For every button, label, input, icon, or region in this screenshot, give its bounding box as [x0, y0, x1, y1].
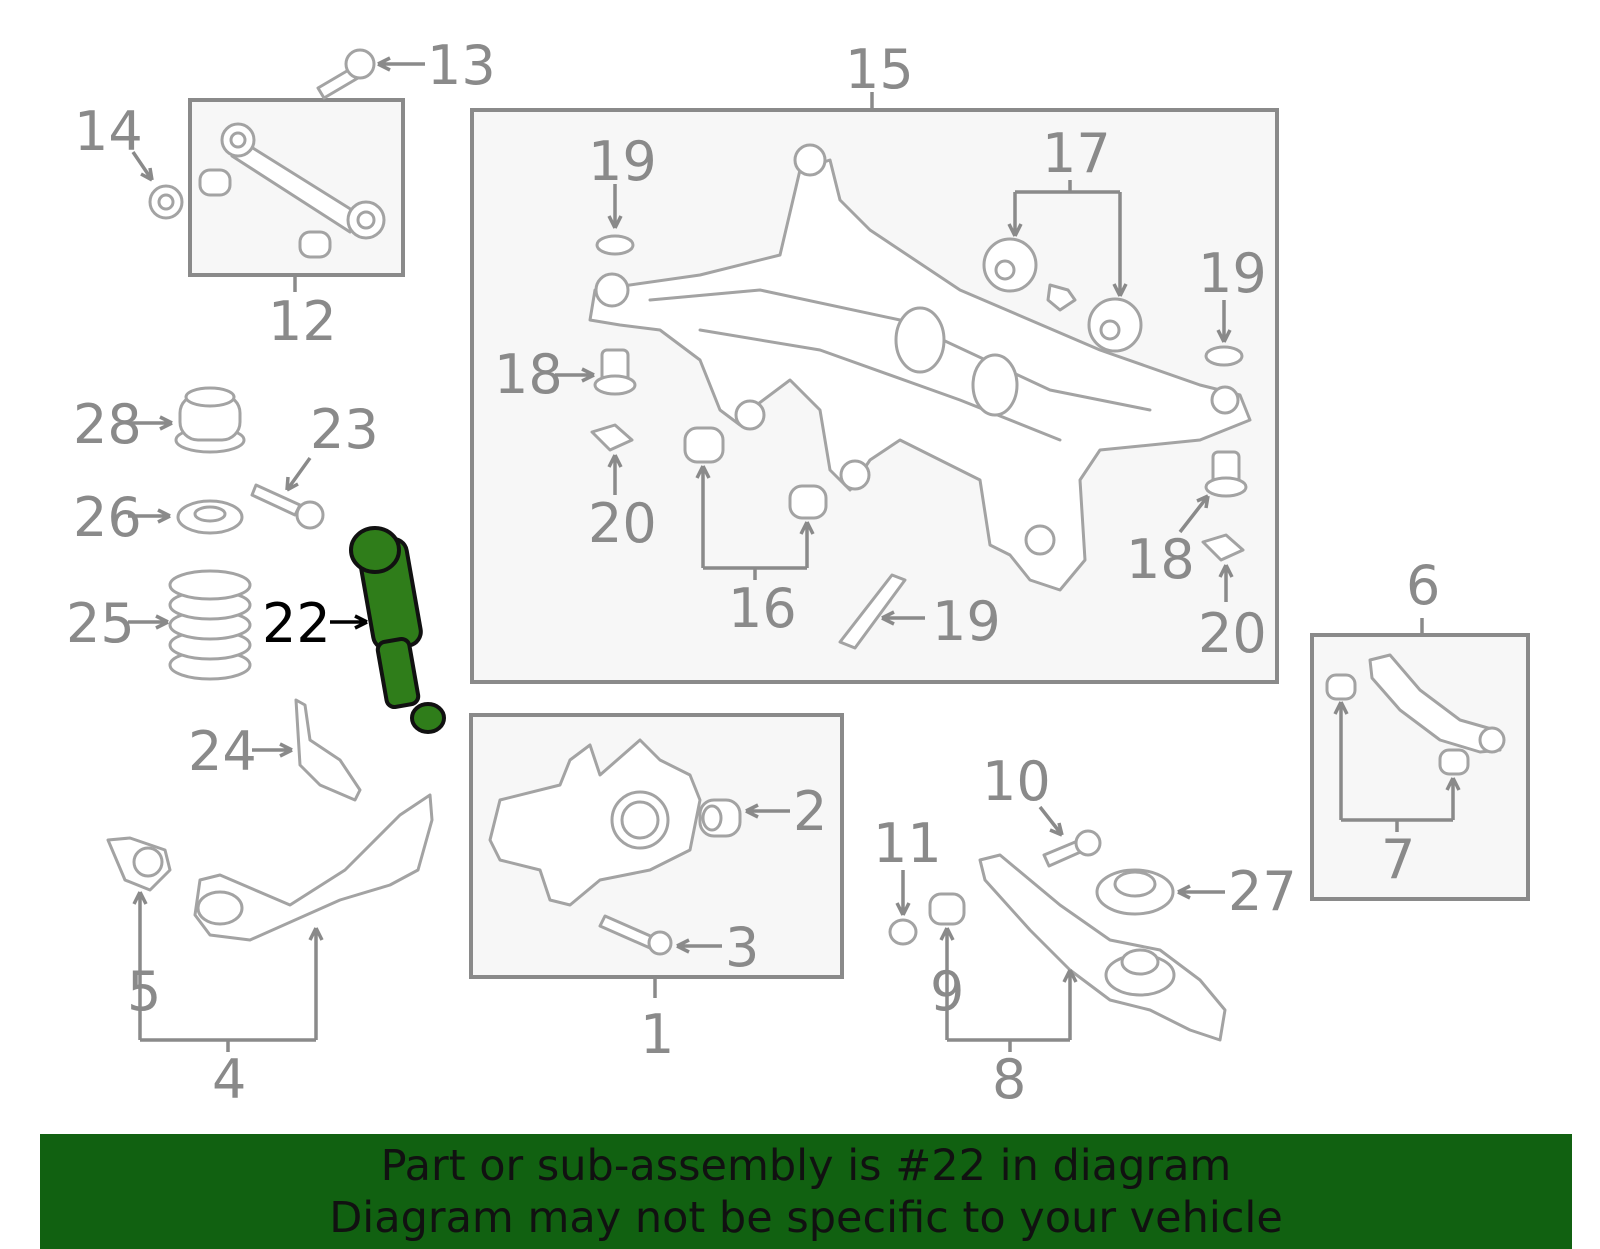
leader-lines — [128, 56, 1461, 1052]
bracket-21 — [838, 573, 907, 650]
callout-14[interactable]: 14 — [74, 100, 143, 163]
upper-arm-12 — [198, 122, 386, 259]
callout-19-right[interactable]: 19 — [1198, 242, 1267, 305]
callout-18-right[interactable]: 18 — [1126, 528, 1195, 591]
crossmember-15 — [588, 143, 1252, 592]
bushing-16 — [683, 426, 828, 520]
callout-27[interactable]: 27 — [1228, 860, 1297, 923]
callout-1[interactable]: 1 — [640, 1003, 674, 1066]
callout-23[interactable]: 23 — [310, 398, 379, 461]
callout-22[interactable]: 22 — [262, 592, 331, 655]
trailing-arm-4 — [193, 793, 434, 942]
callout-3[interactable]: 3 — [725, 916, 759, 979]
parts-diagram: 13 14 12 15 19 17 19 18 20 18 16 19 20 2… — [66, 34, 1530, 1111]
info-banner: Part or sub-assembly is #22 in diagram D… — [40, 1134, 1572, 1249]
callout-26[interactable]: 26 — [73, 486, 142, 549]
callout-9[interactable]: 9 — [930, 960, 964, 1023]
callout-12[interactable]: 12 — [268, 290, 337, 353]
callout-4[interactable]: 4 — [212, 1048, 246, 1111]
lower-arm-8 — [978, 853, 1227, 1042]
callout-7[interactable]: 7 — [1381, 828, 1415, 891]
callout-18-left[interactable]: 18 — [494, 343, 563, 406]
bushing-5 — [106, 836, 172, 892]
nut-11 — [888, 918, 918, 946]
callout-19-left[interactable]: 19 — [588, 130, 657, 193]
seat-26 — [176, 499, 244, 535]
stopper-20 — [590, 423, 1245, 562]
callout-labels: 13 14 12 15 19 17 19 18 20 18 16 19 20 2… — [66, 34, 1440, 1111]
bolt-10 — [1042, 829, 1102, 868]
control-arm-6 — [1368, 653, 1506, 754]
callout-2[interactable]: 2 — [793, 780, 827, 843]
mount-27 — [1095, 868, 1175, 916]
callout-10[interactable]: 10 — [982, 750, 1051, 813]
callout-5[interactable]: 5 — [127, 960, 161, 1023]
knuckle-1 — [488, 738, 702, 907]
bolt-3 — [598, 914, 673, 956]
coil-spring-25 — [168, 569, 252, 681]
callout-17[interactable]: 17 — [1042, 122, 1111, 185]
callout-20-right[interactable]: 20 — [1198, 602, 1267, 665]
bumper-28 — [174, 386, 246, 454]
callout-28[interactable]: 28 — [73, 393, 142, 456]
banner-line-part: Part or sub-assembly is #22 in diagram — [380, 1141, 1232, 1191]
bushing-18 — [593, 348, 1248, 498]
guard-24 — [294, 698, 362, 802]
callout-6[interactable]: 6 — [1406, 554, 1440, 617]
callout-24[interactable]: 24 — [188, 720, 257, 783]
callout-20-left[interactable]: 20 — [588, 492, 657, 555]
callout-16[interactable]: 16 — [728, 577, 797, 640]
washer-19 — [595, 234, 1244, 367]
callout-13[interactable]: 13 — [427, 34, 496, 97]
callout-21[interactable]: 19 — [932, 590, 1001, 653]
bushing-7 — [1325, 673, 1470, 776]
callout-25[interactable]: 25 — [66, 592, 135, 655]
bushing-2 — [698, 798, 742, 838]
callout-11[interactable]: 11 — [873, 812, 942, 875]
bolt-13 — [316, 48, 376, 100]
bushing-9 — [928, 892, 966, 926]
callout-15[interactable]: 15 — [845, 38, 914, 101]
bushing-17 — [982, 237, 1143, 353]
callout-8[interactable]: 8 — [992, 1048, 1026, 1111]
banner-line-disclaimer: Diagram may not be specific to your vehi… — [329, 1193, 1283, 1243]
bolt-23 — [250, 483, 325, 530]
shock-absorber-22 — [349, 526, 446, 734]
nut-14 — [148, 184, 184, 220]
